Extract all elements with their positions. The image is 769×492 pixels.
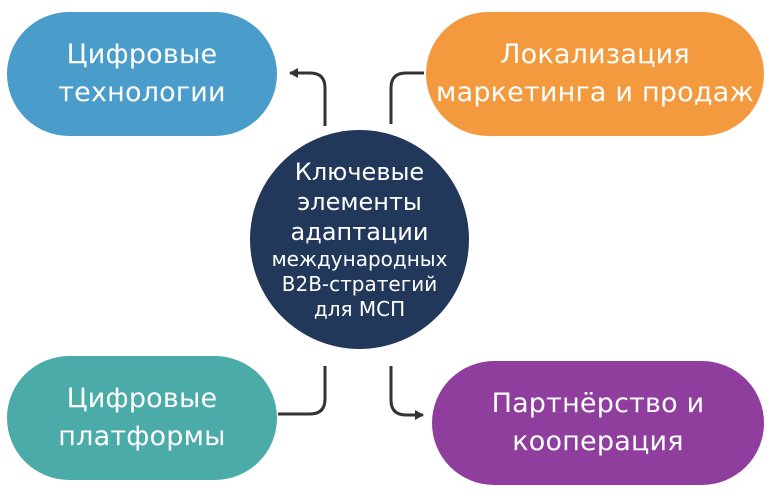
node-digital-platforms: Цифровые платформы [7, 356, 277, 480]
node-label-line: Локализация [500, 39, 690, 70]
connector-top-right [389, 71, 424, 124]
node-label-line: маркетинга и продаж [436, 77, 754, 108]
center-node: Ключевые элементы адаптации международны… [250, 130, 469, 349]
connector-top-left [289, 68, 327, 126]
center-label-line: элементы [297, 188, 422, 216]
center-label-line: Ключевые [294, 158, 425, 186]
node-label-line: Партнёрство и [491, 388, 705, 419]
node-label-line: кооперация [512, 426, 684, 457]
center-label-line: адаптации [290, 218, 429, 246]
center-label-line: международных [271, 247, 448, 271]
node-label-line: платформы [58, 421, 226, 452]
connector-bottom-right [389, 366, 424, 420]
center-label-line: для МСП [313, 297, 406, 321]
node-digital-technologies: Цифровые технологии [7, 12, 277, 136]
node-localization: Локализация маркетинга и продаж [426, 12, 764, 136]
node-label-line: технологии [58, 77, 226, 108]
node-partnership: Партнёрство и кооперация [432, 361, 764, 485]
center-label-line: B2B-стратегий [281, 272, 438, 296]
node-label-line: Цифровые [66, 383, 218, 414]
node-label-line: Цифровые [66, 39, 218, 70]
connector-bottom-left [278, 366, 327, 416]
